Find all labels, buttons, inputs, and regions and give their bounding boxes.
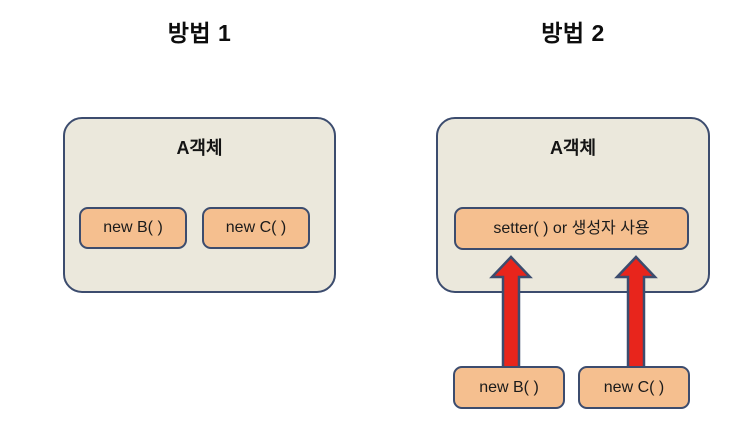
method-2-external-chip-new-c: new C( ) [578, 366, 690, 409]
method-1-chip-new-b: new B( ) [79, 207, 187, 249]
arrow-shape [489, 255, 533, 371]
method-2-object-box: A객체 setter( ) or 생성자 사용 [436, 117, 710, 293]
method-2-object-title: A객체 [549, 138, 597, 158]
method-2-chip-setter: setter( ) or 생성자 사용 [454, 207, 689, 250]
up-arrow-icon-from-new-b [489, 255, 533, 371]
up-arrow-icon-from-new-c [614, 255, 658, 371]
method-2-external-chip-new-b: new B( ) [453, 366, 565, 409]
method-2-chip-setter-label: setter( ) or 생성자 사용 [493, 219, 650, 237]
method-1-chip-new-c-label: new C( ) [225, 219, 287, 236]
method-1-chip-new-b-label: new B( ) [103, 219, 163, 236]
method-1-chip-new-c: new C( ) [202, 207, 310, 249]
method-1-title: 방법 1 [167, 20, 232, 46]
method-2-external-chip-new-c-label: new C( ) [603, 378, 665, 396]
method-1-object-title: A객체 [176, 138, 223, 158]
method-2-external-chip-new-b-label: new B( ) [479, 378, 539, 396]
arrow-shape [614, 255, 658, 371]
method-2-title: 방법 2 [541, 20, 605, 46]
method-1-object-box: A객체 new B( ) new C( ) [63, 117, 336, 293]
